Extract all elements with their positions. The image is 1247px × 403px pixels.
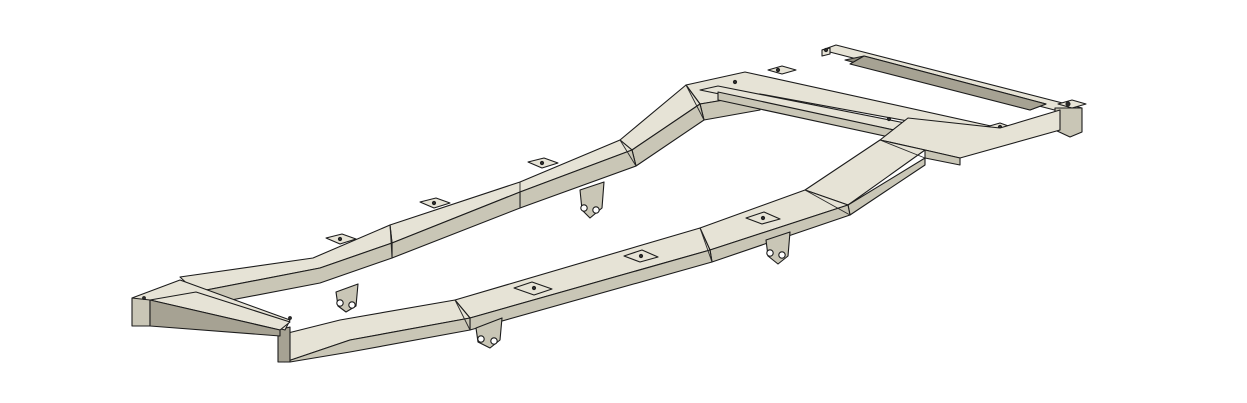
near-rail-tabs [513,211,781,296]
far-rail-hangers [335,181,605,313]
near-rail-hangers [475,231,791,349]
front-cross-member [131,279,292,337]
far-rail-tabs [325,157,559,245]
rear-cross-member [767,44,1087,138]
